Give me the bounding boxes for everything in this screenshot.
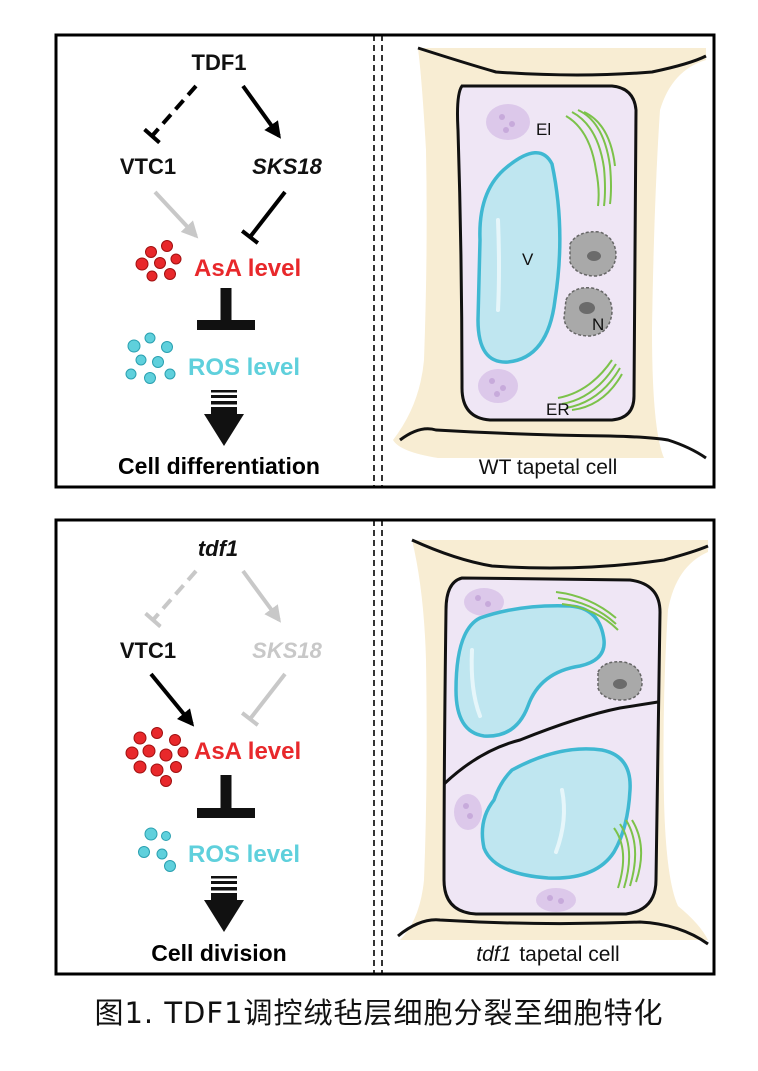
nucleus	[597, 660, 643, 701]
regulator-label: TDF1	[192, 50, 247, 75]
er	[557, 109, 623, 411]
nucleus	[563, 231, 617, 337]
tdf1-tapetal-cell	[397, 538, 709, 946]
activation-edge-weak	[153, 190, 199, 239]
downstream-arrow	[204, 876, 244, 932]
inhibition-edge-dashed	[143, 84, 198, 145]
asa-level-label: AsA level	[194, 738, 301, 765]
vacuole-label: V	[522, 250, 534, 269]
er-label: ER	[546, 400, 570, 419]
activation-edge-lost	[241, 569, 281, 623]
elaioplast	[454, 588, 576, 912]
er	[555, 591, 643, 889]
inhibition-bar	[197, 320, 255, 330]
asa-particles	[125, 727, 189, 787]
panel-wt: TDF1 VTC1 SKS18 AsA level	[54, 33, 716, 489]
ros-particles	[138, 827, 176, 872]
cell-wall-edge	[417, 46, 707, 77]
cell-caption-text: tapetal cell	[519, 943, 619, 966]
cell-caption: tdf1 tapetal cell	[476, 943, 619, 966]
asa-particles	[135, 240, 182, 282]
activation-edge	[241, 84, 281, 139]
cell-wall-edge	[397, 918, 709, 946]
activation-edge	[149, 672, 195, 727]
panel-frame	[54, 33, 716, 489]
inhibition-edge-lost	[240, 672, 287, 727]
panel-tdf1: tdf1 VTC1 SKS18 AsA level	[54, 518, 716, 976]
sks18-label: SKS18	[252, 638, 322, 663]
ros-level-label: ROS level	[188, 354, 300, 381]
cell-wall-edge	[411, 538, 709, 570]
division-plane	[442, 700, 659, 786]
cell-wall-edge	[399, 427, 707, 460]
regulator-label: tdf1	[198, 536, 238, 561]
cell-caption: WT tapetal cell	[479, 456, 618, 479]
nucleus-label: N	[592, 315, 604, 334]
cell-caption-genotype: tdf1	[476, 943, 511, 966]
elaioplast-label: El	[536, 120, 551, 139]
ros-level-label: ROS level	[188, 841, 300, 868]
outcome-label: Cell division	[151, 940, 286, 966]
elaioplast	[478, 104, 530, 403]
inhibition-edge-lost	[144, 569, 198, 629]
inhibition-bar	[197, 808, 255, 818]
inhibition-edge	[240, 190, 287, 245]
outcome-label: Cell differentiation	[118, 453, 320, 479]
vacuole	[480, 747, 632, 880]
vacuole	[476, 151, 562, 364]
wt-tapetal-cell: El V N ER	[393, 46, 707, 460]
downstream-arrow	[204, 390, 244, 446]
ros-particles	[125, 332, 176, 384]
panel-frame	[54, 518, 716, 976]
vtc1-label: VTC1	[120, 638, 176, 663]
sks18-label: SKS18	[252, 154, 322, 179]
figure-caption: 图1. TDF1调控绒毡层细胞分裂至细胞特化	[94, 996, 664, 1030]
asa-level-label: AsA level	[194, 255, 301, 282]
vtc1-label: VTC1	[120, 154, 176, 179]
